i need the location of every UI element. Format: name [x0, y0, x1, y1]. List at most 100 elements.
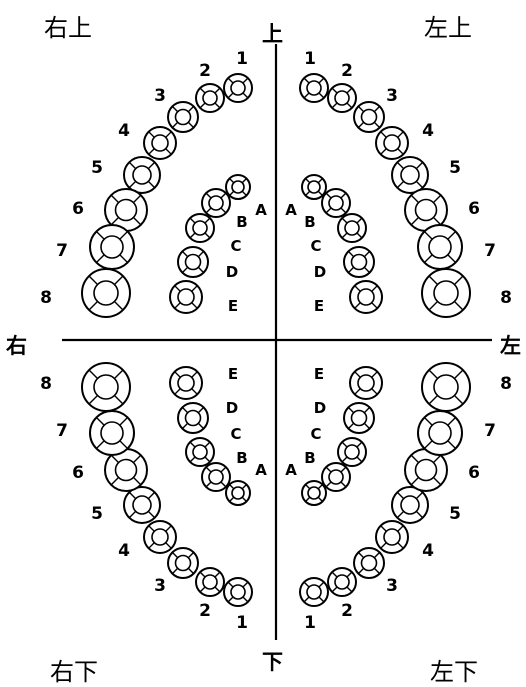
upper-left-permanent-tooth-4 — [376, 127, 408, 159]
lower-right-primary-label-B: B — [236, 449, 247, 467]
lower-left-permanent-tooth-5 — [392, 487, 428, 523]
lower-left-primary-tooth-D — [344, 403, 374, 433]
upper-right-primary-label-C: C — [230, 237, 241, 255]
lower-right-permanent-label-3: 3 — [154, 576, 166, 596]
upper-left-primary-label-E: E — [314, 297, 324, 315]
lower-right-primary-label-D: D — [226, 399, 238, 417]
upper-left-permanent-label-6: 6 — [468, 199, 480, 219]
upper-right-permanent-label-1: 1 — [236, 49, 248, 69]
upper-right-permanent-tooth-7 — [90, 225, 134, 269]
lower-right-permanent-tooth-3 — [168, 548, 198, 578]
lower-right-permanent-tooth-1 — [224, 578, 252, 606]
upper-left-permanent-label-1: 1 — [304, 49, 316, 69]
lower-right-permanent-label-2: 2 — [199, 601, 211, 621]
lower-right-primary-label-C: C — [230, 425, 241, 443]
lower-left-primary-tooth-E — [350, 367, 382, 399]
lower-left-permanent-tooth-8 — [422, 363, 470, 411]
lower-left-permanent-tooth-4 — [376, 521, 408, 553]
lower-left-permanent-label-5: 5 — [449, 504, 461, 524]
upper-left-permanent-tooth-5 — [392, 157, 428, 193]
lower-right-permanent-tooth-4 — [144, 521, 176, 553]
upper-left-permanent-tooth-2 — [328, 84, 356, 112]
lower-right-permanent-label-5: 5 — [91, 504, 103, 524]
upper-left-permanent-label-2: 2 — [341, 61, 353, 81]
lower-right-permanent-tooth-2 — [196, 568, 224, 596]
upper-left-primary-tooth-C — [338, 214, 366, 242]
upper-right-permanent-label-4: 4 — [118, 121, 130, 141]
lower-left-permanent-tooth-2 — [328, 568, 356, 596]
upper-right-permanent-label-3: 3 — [154, 86, 166, 106]
upper-left-primary-tooth-A — [302, 175, 326, 199]
upper-left-permanent-label-8: 8 — [500, 288, 512, 308]
lower-left-permanent-tooth-1 — [300, 578, 328, 606]
upper-right-permanent-tooth-2 — [196, 84, 224, 112]
upper-right-permanent-tooth-3 — [168, 102, 198, 132]
upper-right-primary-tooth-C — [186, 214, 214, 242]
upper-right-primary-label-A: A — [255, 201, 267, 219]
upper-left-primary-tooth-D — [344, 247, 374, 277]
lower-left-primary-label-B: B — [304, 449, 315, 467]
lower-right-permanent-label-1: 1 — [236, 613, 248, 633]
upper-left-permanent-tooth-1 — [300, 74, 328, 102]
lower-left-permanent-label-7: 7 — [484, 421, 496, 441]
lower-left-primary-label-D: D — [314, 399, 326, 417]
lower-right-primary-tooth-B — [202, 463, 230, 491]
lower-right-primary-tooth-D — [178, 403, 208, 433]
upper-right-permanent-tooth-5 — [124, 157, 160, 193]
lower-left-primary-tooth-C — [338, 438, 366, 466]
lower-left-permanent-label-4: 4 — [422, 541, 434, 561]
lower-left-permanent-tooth-3 — [354, 548, 384, 578]
lower-left-primary-tooth-A — [302, 481, 326, 505]
upper-right-permanent-label-5: 5 — [91, 158, 103, 178]
upper-right-permanent-label-2: 2 — [199, 61, 211, 81]
upper-right-permanent-label-8: 8 — [40, 288, 52, 308]
upper-left-permanent-tooth-7 — [418, 225, 462, 269]
lower-right-permanent-tooth-7 — [90, 411, 134, 455]
lower-right-permanent-label-7: 7 — [56, 421, 68, 441]
lower-left-primary-label-A: A — [285, 461, 297, 479]
upper-right-primary-label-B: B — [236, 213, 247, 231]
lower-right-permanent-label-8: 8 — [40, 374, 52, 394]
lower-right-primary-tooth-C — [186, 438, 214, 466]
upper-left-primary-label-B: B — [304, 213, 315, 231]
upper-right-permanent-tooth-8 — [82, 269, 130, 317]
lower-right-permanent-label-6: 6 — [72, 463, 84, 483]
lower-left-permanent-label-3: 3 — [386, 576, 398, 596]
lower-left-permanent-label-8: 8 — [500, 374, 512, 394]
upper-right-permanent-label-6: 6 — [72, 199, 84, 219]
lower-left-primary-tooth-B — [322, 463, 350, 491]
lower-left-permanent-label-6: 6 — [468, 463, 480, 483]
upper-right-permanent-label-7: 7 — [56, 241, 68, 261]
lower-left-primary-label-E: E — [314, 365, 324, 383]
upper-right-permanent-tooth-1 — [224, 74, 252, 102]
lower-right-primary-label-E: E — [228, 365, 238, 383]
upper-right-primary-label-D: D — [226, 263, 238, 281]
upper-left-primary-tooth-B — [322, 189, 350, 217]
lower-left-permanent-tooth-7 — [418, 411, 462, 455]
lower-right-primary-tooth-E — [170, 367, 202, 399]
lower-right-permanent-tooth-8 — [82, 363, 130, 411]
upper-left-permanent-tooth-3 — [354, 102, 384, 132]
lower-left-primary-label-C: C — [310, 425, 321, 443]
upper-right-primary-tooth-A — [226, 175, 250, 199]
upper-left-permanent-label-7: 7 — [484, 241, 496, 261]
upper-left-primary-label-C: C — [310, 237, 321, 255]
upper-right-primary-label-E: E — [228, 297, 238, 315]
upper-left-permanent-label-4: 4 — [422, 121, 434, 141]
upper-right-primary-tooth-D — [178, 247, 208, 277]
lower-right-primary-label-A: A — [255, 461, 267, 479]
upper-left-permanent-tooth-8 — [422, 269, 470, 317]
lower-left-permanent-label-1: 1 — [304, 613, 316, 633]
upper-right-permanent-tooth-4 — [144, 127, 176, 159]
lower-right-permanent-tooth-5 — [124, 487, 160, 523]
lower-left-permanent-label-2: 2 — [341, 601, 353, 621]
upper-right-primary-tooth-B — [202, 189, 230, 217]
upper-left-primary-tooth-E — [350, 281, 382, 313]
lower-right-primary-tooth-A — [226, 481, 250, 505]
upper-left-primary-label-A: A — [285, 201, 297, 219]
upper-left-permanent-label-3: 3 — [386, 86, 398, 106]
lower-right-permanent-label-4: 4 — [118, 541, 130, 561]
upper-left-permanent-label-5: 5 — [449, 158, 461, 178]
